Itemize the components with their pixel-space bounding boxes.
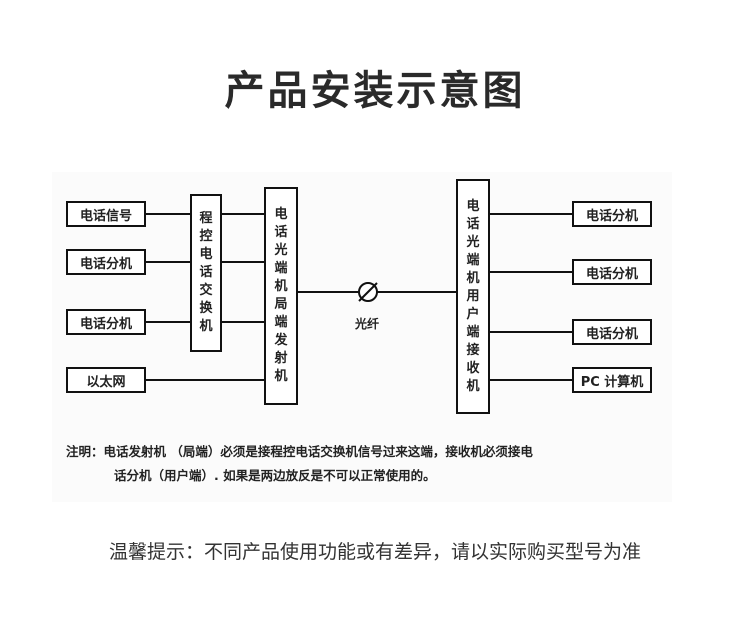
vertical-char: 光 (274, 243, 288, 258)
connector-line (146, 321, 190, 323)
vertical-char: 户 (466, 306, 480, 322)
connector-line (490, 213, 572, 215)
exchange-box: 程控电话交换机 (190, 194, 222, 352)
phone-extension-box: 电话分机 (66, 309, 146, 335)
vertical-char: 话 (199, 265, 213, 280)
phone-extension-box: 电话分机 (572, 259, 652, 285)
phone-extension-box: 电话分机 (572, 201, 652, 227)
connector-line (490, 331, 572, 333)
vertical-char: 射 (274, 351, 288, 366)
fiber-symbol (358, 282, 378, 302)
phone-extension-box: 电话分机 (66, 249, 146, 275)
phone-extension-box: 电话分机 (572, 319, 652, 345)
installation-diagram: 电话信号 电话分机 电话分机 以太网 程控电话交换机 电话光端机局端发射机 光纤… (52, 172, 672, 502)
connector-line (146, 261, 190, 263)
connector-line (490, 271, 572, 273)
vertical-char: 发 (274, 333, 288, 348)
ethernet-box: 以太网 (66, 367, 146, 393)
vertical-char: 话 (274, 225, 288, 240)
vertical-char: 机 (466, 270, 480, 286)
vertical-char: 机 (274, 369, 288, 384)
vertical-char: 话 (466, 216, 480, 232)
vertical-char: 控 (199, 229, 213, 244)
note-line-2: 话分机（用户端）. 如果是两边放反是不可以正常使用的。 (114, 468, 436, 483)
tip-text: 温馨提示：不同产品使用功能或有差异，请以实际购买型号为准 (108, 541, 641, 563)
vertical-char: 机 (199, 319, 213, 334)
vertical-char: 端 (466, 324, 480, 340)
vertical-char: 电 (199, 247, 213, 262)
page-title: 产品安装示意图 (224, 68, 526, 114)
vertical-char: 机 (466, 378, 480, 394)
fiber-label: 光纤 (355, 317, 380, 331)
vertical-char: 电 (466, 198, 480, 214)
vertical-char: 接 (466, 342, 480, 358)
transmitter-box: 电话光端机局端发射机 (264, 187, 298, 405)
connector-line (222, 213, 264, 215)
vertical-char: 端 (466, 252, 480, 268)
vertical-char: 收 (466, 360, 480, 376)
vertical-char: 程 (199, 211, 213, 226)
connector-line (490, 379, 572, 381)
vertical-char: 用 (466, 288, 480, 304)
vertical-char: 局 (274, 297, 288, 312)
connector-line (222, 321, 264, 323)
vertical-char: 光 (466, 234, 480, 250)
vertical-char: 交 (199, 283, 213, 298)
vertical-char: 电 (274, 207, 288, 222)
pc-box: PC 计算机 (572, 367, 652, 393)
vertical-char: 机 (274, 279, 288, 294)
phone-signal-box: 电话信号 (66, 201, 146, 227)
vertical-char: 端 (274, 315, 288, 330)
vertical-char: 端 (274, 261, 288, 276)
connector-line (222, 261, 264, 263)
vertical-char: 换 (199, 301, 213, 316)
connector-line (146, 379, 264, 381)
connector-line (146, 213, 190, 215)
note-line-1: 注明：电话发射机 （局端）必须是接程控电话交换机信号过来这端，接收机必须接电 (66, 444, 533, 459)
receiver-box: 电话光端机用户端接收机 (456, 179, 490, 414)
